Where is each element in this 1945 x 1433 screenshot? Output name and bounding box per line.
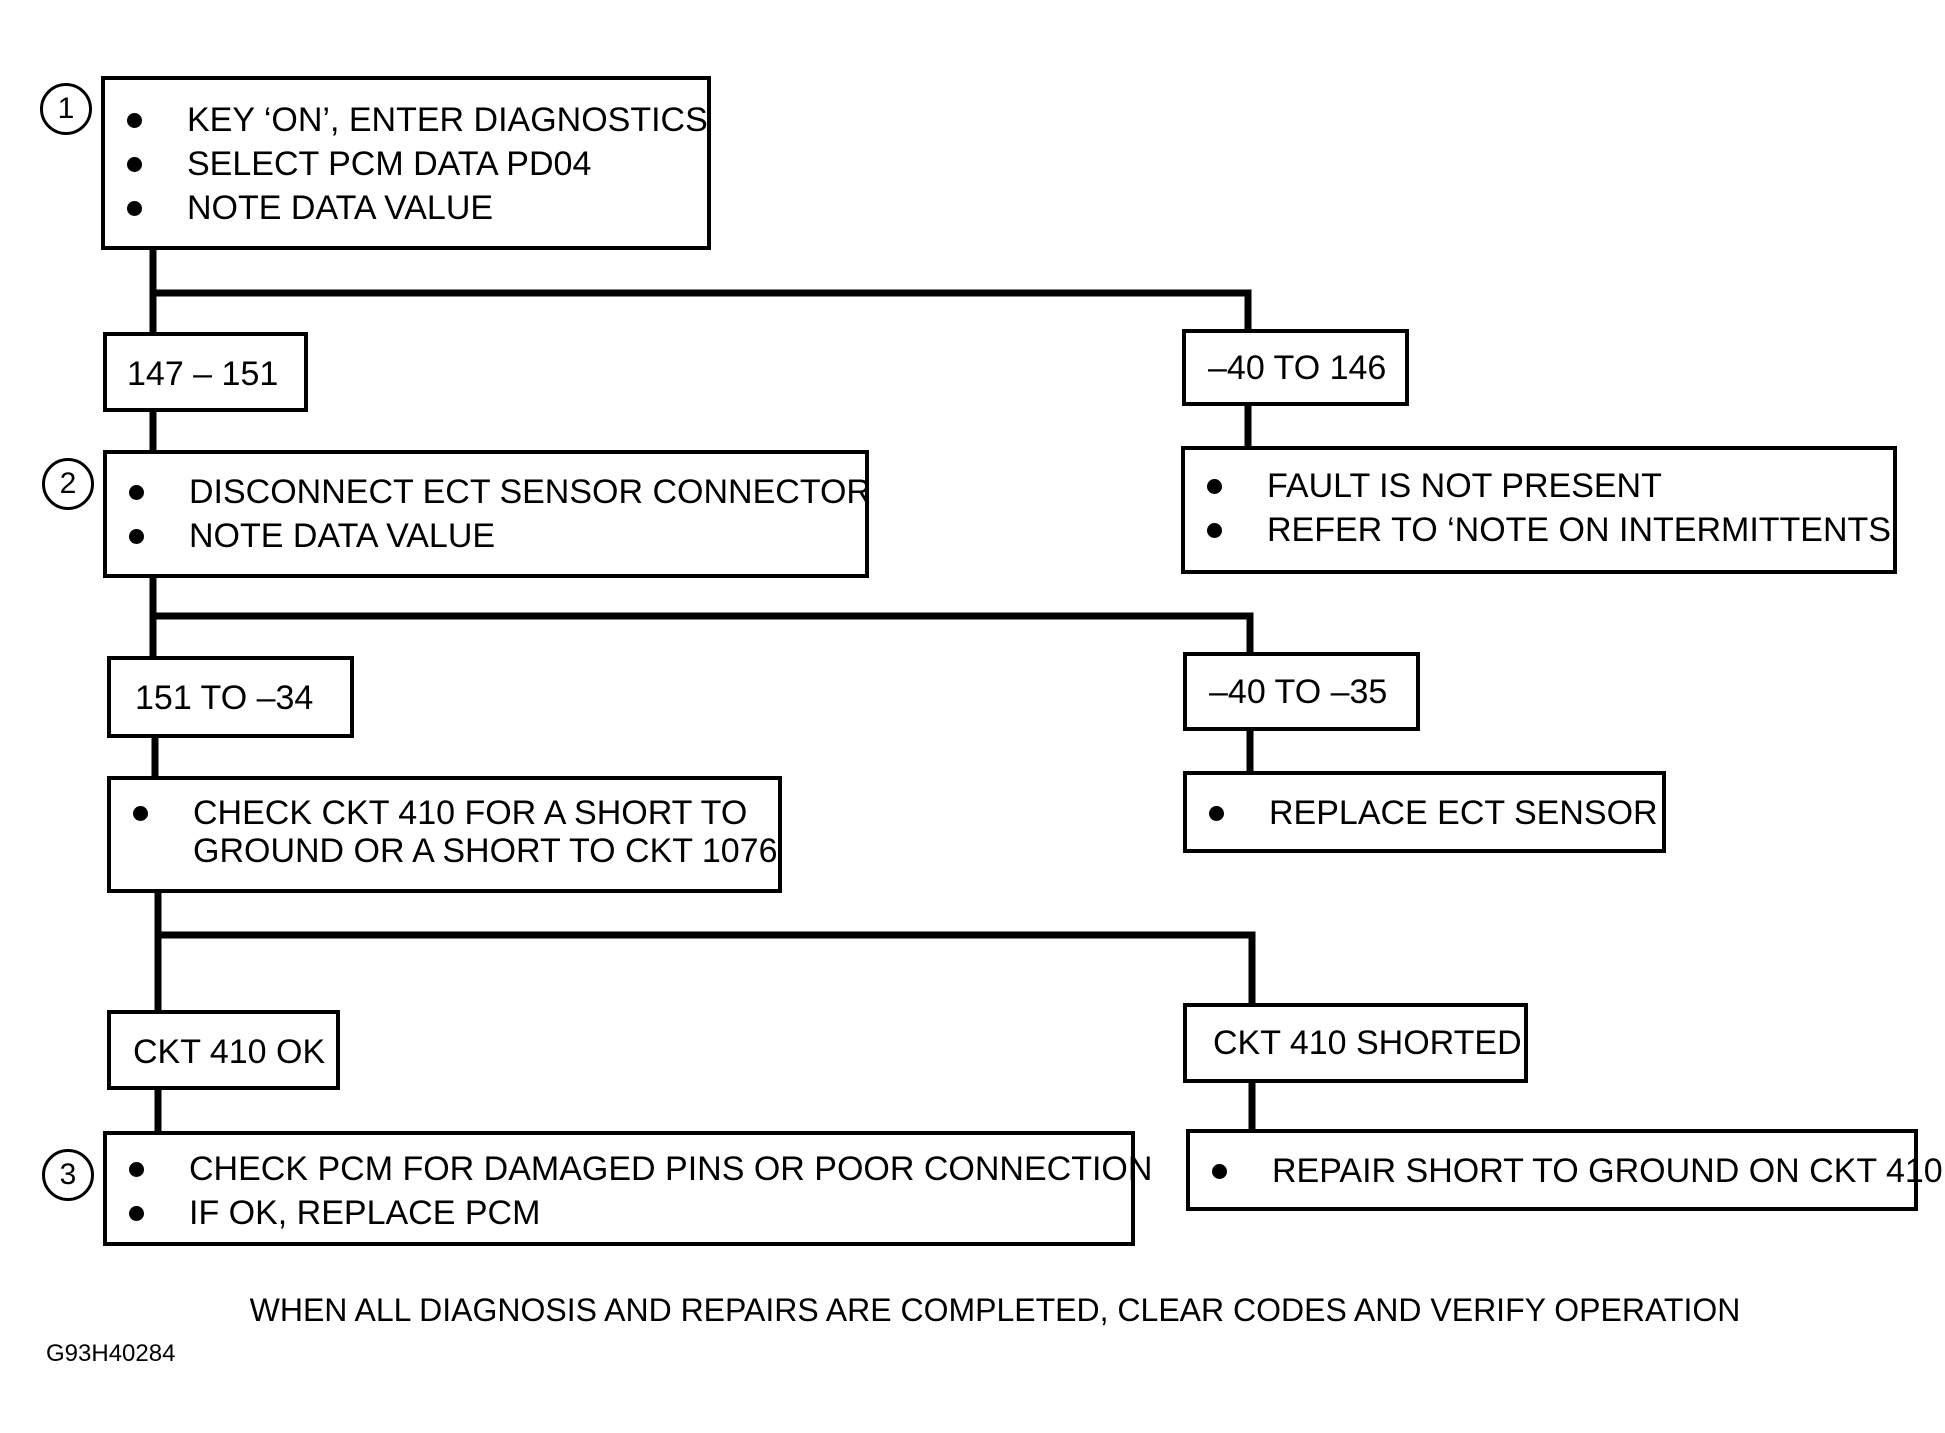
step2-left-result-box: 151 TO –34 <box>107 656 354 738</box>
step1-instruction-text: NOTE DATA VALUE <box>187 189 494 227</box>
step3-instruction: IF OK, REPLACE PCM <box>107 1191 1131 1235</box>
bullet-icon <box>1207 479 1222 494</box>
fault-not-present-list: FAULT IS NOT PRESENT REFER TO ‘NOTE ON I… <box>1185 464 1899 552</box>
bullet-icon <box>127 201 142 216</box>
step1-instruction: NOTE DATA VALUE <box>105 186 707 230</box>
circuit-shorted-result-value: CKT 410 SHORTED <box>1213 1024 1522 1062</box>
bullet-icon <box>1209 806 1224 821</box>
fault-not-present-box: FAULT IS NOT PRESENT REFER TO ‘NOTE ON I… <box>1181 446 1899 574</box>
bullet-icon <box>129 529 144 544</box>
step2-instruction-list: DISCONNECT ECT SENSOR CONNECTOR NOTE DAT… <box>107 470 871 558</box>
circuit-ok-result-value: CKT 410 OK <box>133 1033 326 1071</box>
step2-instruction: DISCONNECT ECT SENSOR CONNECTOR <box>107 470 871 514</box>
replace-ect-sensor-box: REPLACE ECT SENSOR <box>1183 771 1666 853</box>
step3-instruction-text: CHECK PCM FOR DAMAGED PINS OR POOR CONNE… <box>189 1150 1153 1188</box>
circuit-ok-result-box: CKT 410 OK <box>107 1010 340 1090</box>
step1-instruction: KEY ‘ON’, ENTER DIAGNOSTICS <box>105 98 708 142</box>
completion-note: WHEN ALL DIAGNOSIS AND REPAIRS ARE COMPL… <box>249 1292 1741 1328</box>
connector-step2-right <box>153 612 1254 652</box>
step1-right-result-value: –40 TO 146 <box>1208 349 1387 387</box>
bullet-icon <box>127 113 142 128</box>
step-number-1: 1 <box>40 83 92 135</box>
check-circuit-text-line2: GROUND OR A SHORT TO CKT 1076 <box>193 832 778 870</box>
bullet-icon <box>1212 1164 1227 1179</box>
step3-instructions-box: CHECK PCM FOR DAMAGED PINS OR POOR CONNE… <box>103 1131 1152 1246</box>
step2-instruction-text: DISCONNECT ECT SENSOR CONNECTOR <box>189 473 871 511</box>
repair-short-item: REPAIR SHORT TO GROUND ON CKT 410 <box>1190 1149 1943 1193</box>
fault-not-present-item: REFER TO ‘NOTE ON INTERMITTENTS’ <box>1185 508 1899 552</box>
step3-instruction-text: IF OK, REPLACE PCM <box>189 1194 541 1232</box>
step1-instructions-box: KEY ‘ON’, ENTER DIAGNOSTICS SELECT PCM D… <box>101 76 711 250</box>
step2-instruction-text: NOTE DATA VALUE <box>189 517 496 555</box>
step1-instruction-text: KEY ‘ON’, ENTER DIAGNOSTICS <box>187 101 708 139</box>
bullet-icon <box>129 1162 144 1177</box>
step2-right-result-box: –40 TO –35 <box>1183 652 1420 731</box>
connector-check-right <box>158 931 1256 1003</box>
step2-instruction: NOTE DATA VALUE <box>107 514 865 558</box>
fault-not-present-item: FAULT IS NOT PRESENT <box>1185 464 1893 508</box>
step1-instruction: SELECT PCM DATA PD04 <box>105 142 707 186</box>
bullet-icon <box>129 1206 144 1221</box>
step1-instruction-list: KEY ‘ON’, ENTER DIAGNOSTICS SELECT PCM D… <box>105 98 708 230</box>
bullet-icon <box>127 157 142 172</box>
step1-left-result-box: 147 – 151 <box>103 332 308 412</box>
repair-short-text: REPAIR SHORT TO GROUND ON CKT 410 <box>1272 1152 1943 1190</box>
replace-ect-sensor-list: REPLACE ECT SENSOR <box>1187 791 1662 835</box>
replace-ect-sensor-item: REPLACE ECT SENSOR <box>1187 791 1662 835</box>
bullet-icon <box>133 806 148 821</box>
connector-step1-right <box>153 289 1252 329</box>
step-number-3: 3 <box>42 1149 94 1201</box>
bullet-icon <box>1207 523 1222 538</box>
figure-id: G93H40284 <box>46 1340 176 1367</box>
replace-ect-sensor-text: REPLACE ECT SENSOR <box>1269 794 1658 832</box>
step1-right-result-box: –40 TO 146 <box>1182 329 1409 406</box>
fault-not-present-text: FAULT IS NOT PRESENT <box>1267 467 1662 505</box>
circuit-shorted-result-box: CKT 410 SHORTED <box>1183 1003 1528 1083</box>
step2-right-result-value: –40 TO –35 <box>1209 673 1388 711</box>
step2-instructions-box: DISCONNECT ECT SENSOR CONNECTOR NOTE DAT… <box>103 450 871 578</box>
step1-left-result-value: 147 – 151 <box>127 355 279 393</box>
fault-not-present-text: REFER TO ‘NOTE ON INTERMITTENTS’ <box>1267 511 1899 549</box>
step3-instruction: CHECK PCM FOR DAMAGED PINS OR POOR CONNE… <box>107 1147 1152 1191</box>
check-circuit-text-line1: CHECK CKT 410 FOR A SHORT TO <box>193 794 748 832</box>
repair-short-box: REPAIR SHORT TO GROUND ON CKT 410 <box>1186 1129 1943 1211</box>
bullet-icon <box>129 485 144 500</box>
repair-short-list: REPAIR SHORT TO GROUND ON CKT 410 <box>1190 1149 1943 1193</box>
step2-left-result-value: 151 TO –34 <box>135 679 314 717</box>
step1-instruction-text: SELECT PCM DATA PD04 <box>187 145 592 183</box>
step3-instruction-list: CHECK PCM FOR DAMAGED PINS OR POOR CONNE… <box>107 1147 1152 1235</box>
step-number-2: 2 <box>42 458 94 510</box>
